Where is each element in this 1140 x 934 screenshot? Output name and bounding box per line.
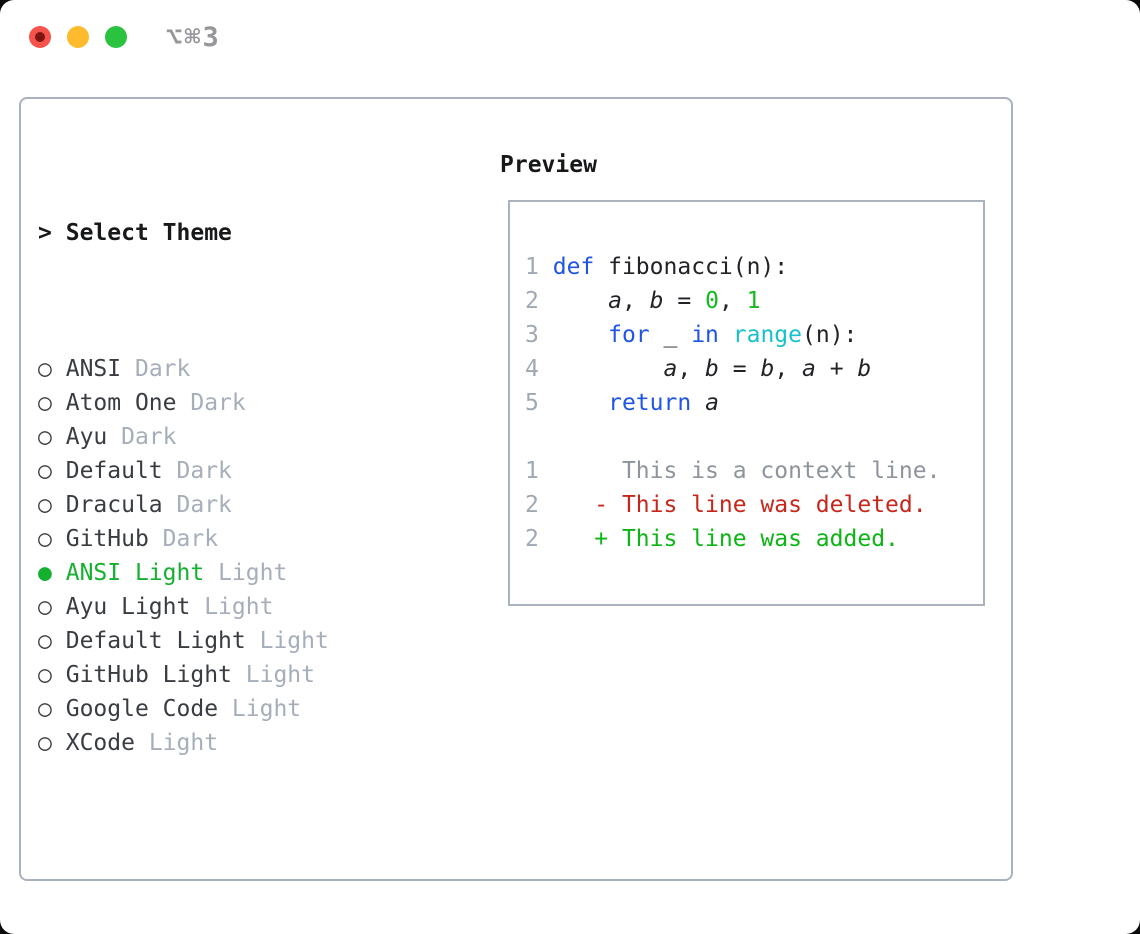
zoom-button[interactable]	[105, 26, 127, 48]
window-shortcut-label: ⌥⌘3	[166, 22, 221, 53]
code-preview: 1 def fibonacci(n): 2 a, b = 0, 1 3 for _ …	[525, 250, 940, 556]
code-line: 1 def fibonacci(n):	[525, 254, 789, 280]
theme-option[interactable]: ○ GitHub Dark	[38, 526, 219, 552]
theme-option[interactable]: ○ ANSI Dark	[38, 356, 191, 382]
theme-option[interactable]: ○ Default Dark	[38, 458, 232, 484]
theme-option[interactable]: ○ Dracula Dark	[38, 492, 232, 518]
code-line: 2 - This line was deleted.	[525, 492, 927, 518]
code-line: 2 a, b = 0, 1	[525, 288, 761, 314]
theme-option[interactable]: ○ GitHub Light Light	[38, 662, 315, 688]
minimize-button[interactable]	[67, 26, 89, 48]
theme-option[interactable]: ○ Atom One Dark	[38, 390, 246, 416]
theme-picker-panel: > Select Theme ○ ANSI Dark ○ Atom One Dar…	[19, 97, 1013, 881]
code-line: 1 This is a context line.	[525, 458, 941, 484]
theme-option[interactable]: ● ANSI Light Light	[38, 560, 288, 586]
theme-option[interactable]: ○ Google Code Light	[38, 696, 302, 722]
spacer	[38, 828, 426, 862]
theme-option[interactable]: ○ Default Light Light	[38, 628, 329, 654]
code-line	[525, 420, 940, 454]
preview-title: Preview	[500, 152, 597, 178]
code-line: 4 a, b = b, a + b	[525, 356, 872, 382]
select-theme-title: Select Theme	[65, 220, 232, 246]
theme-option[interactable]: ○ XCode Light	[38, 730, 219, 756]
code-line: 5 return a	[525, 390, 719, 416]
code-line: 2 + This line was added.	[525, 526, 899, 552]
select-theme-header: > Select Theme	[38, 216, 426, 250]
theme-options: ○ ANSI Dark ○ Atom One Dark ○ Ayu Dark ○ De…	[38, 352, 426, 760]
code-line: 3 for _ in range(n):	[525, 322, 858, 348]
theme-option[interactable]: ○ Ayu Light Light	[38, 594, 274, 620]
header-caret-icon: >	[38, 220, 52, 246]
close-button[interactable]	[29, 26, 51, 48]
titlebar: ⌥⌘3	[0, 0, 1140, 74]
apply-to-header: Apply To	[38, 930, 426, 934]
theme-option[interactable]: ○ Ayu Dark	[38, 424, 177, 450]
theme-list: > Select Theme ○ ANSI Dark ○ Atom One Dar…	[38, 148, 426, 934]
preview-box: 1 def fibonacci(n): 2 a, b = 0, 1 3 for _ …	[508, 200, 985, 606]
